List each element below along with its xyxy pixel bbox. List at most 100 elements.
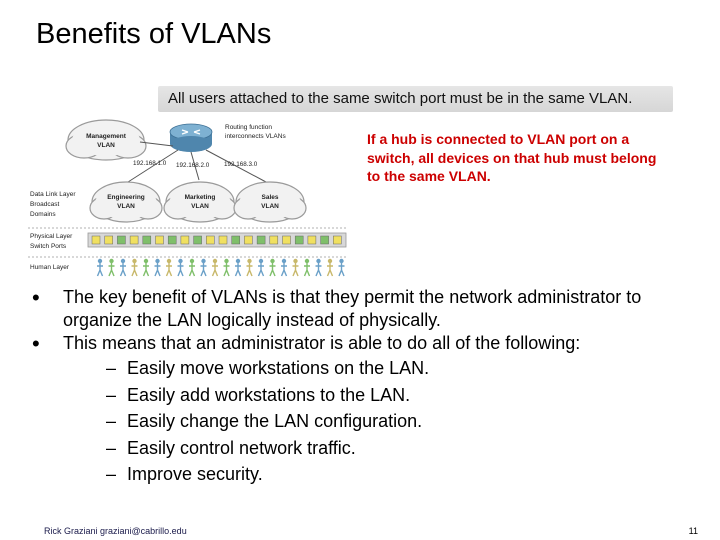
router-links — [127, 141, 267, 183]
user-figure-icon — [142, 258, 150, 277]
marketing-vlan-cloud: Marketing VLAN — [163, 181, 237, 223]
user-figure-icon — [108, 258, 115, 277]
sub-item: –Easily change the LAN configuration. — [106, 408, 700, 435]
user-figure-icon — [246, 258, 253, 277]
user-figure-icon — [315, 258, 322, 277]
switch-ports — [87, 232, 347, 248]
subnet-3: 192.168.3.0 — [224, 161, 258, 168]
user-figure-icon — [131, 258, 138, 277]
label-domains: Domains — [30, 211, 56, 218]
vlan-eng-name: Engineering — [107, 194, 145, 201]
switch-port — [333, 235, 342, 245]
bullet-item: • This means that an administrator is ab… — [32, 332, 700, 488]
bullet-text: The key benefit of VLANs is that they pe… — [63, 287, 642, 330]
page-number: 11 — [688, 526, 698, 536]
sub-item: –Easily add workstations to the LAN. — [106, 382, 700, 409]
switch-port — [104, 235, 113, 245]
switch-port — [91, 235, 101, 245]
user-figure-icon — [303, 258, 311, 277]
switch-port — [129, 235, 139, 245]
switch-port — [206, 235, 215, 245]
user-figure-icon — [338, 258, 345, 277]
engineering-vlan-cloud: Engineering VLAN — [89, 181, 163, 223]
sub-text: Easily move workstations on the LAN. — [127, 358, 430, 378]
user-figure-icon — [326, 258, 334, 277]
vlan-mkt-sub: VLAN — [191, 203, 209, 210]
banner-text: All users attached to the same switch po… — [168, 90, 633, 107]
switch-port — [167, 235, 177, 245]
sub-text: Improve security. — [127, 464, 263, 484]
label-broadcast: Broadcast — [30, 201, 59, 208]
user-figure-icon — [211, 258, 219, 277]
switch-port — [294, 235, 304, 245]
dash-glyph: – — [106, 411, 117, 431]
management-vlan-cloud: Management VLAN — [65, 119, 147, 161]
bullet-glyph: • — [32, 331, 40, 356]
banner-caption: All users attached to the same switch po… — [158, 86, 673, 112]
user-figure-icon — [200, 258, 207, 277]
sub-text: Easily add workstations to the LAN. — [127, 384, 411, 405]
user-figure-icon — [154, 258, 161, 277]
dash-glyph: – — [106, 464, 117, 484]
sub-list: –Easily move workstations on the LAN. –E… — [63, 355, 700, 488]
mgmt-label-2: VLAN — [97, 142, 115, 149]
switch-port — [231, 235, 240, 245]
sub-text: Easily control network traffic. — [127, 437, 356, 458]
switch-port — [193, 235, 202, 245]
bullet-list: • The key benefit of VLANs is that they … — [32, 286, 700, 488]
user-figure-icon — [223, 258, 230, 277]
sub-item: –Easily control network traffic. — [106, 435, 700, 462]
user-figure-icon — [177, 258, 184, 277]
label-data-link-layer: Data Link Layer — [30, 191, 76, 198]
sub-item: –Improve security. — [106, 461, 700, 488]
switch-port — [155, 235, 164, 245]
switch-port — [320, 235, 329, 245]
user-figure-icon — [269, 258, 276, 277]
switch-port — [244, 235, 253, 245]
bullet-item: • The key benefit of VLANs is that they … — [32, 286, 700, 332]
user-figure-icon — [280, 258, 288, 277]
user-figure-icon — [257, 258, 265, 277]
switch-port — [256, 235, 266, 245]
user-figure-icon — [96, 258, 104, 277]
switch-port — [307, 235, 317, 245]
vlan-diagram: Management VLAN Routing function interco… — [28, 119, 348, 277]
mgmt-label-1: Management — [86, 133, 127, 140]
dash-glyph: – — [106, 437, 117, 458]
switch-port — [282, 235, 291, 245]
router-note-1: Routing function — [225, 124, 272, 131]
vlan-sales-sub: VLAN — [261, 203, 279, 210]
switch-body — [87, 232, 347, 248]
sub-text: Easily change the LAN configuration. — [127, 411, 423, 431]
slide-title: Benefits of VLANs — [36, 18, 272, 50]
label-physical-layer: Physical Layer — [30, 233, 73, 240]
user-figure-icon — [119, 258, 127, 277]
router-icon — [169, 123, 213, 152]
user-figure-icon — [234, 258, 242, 277]
switch-port — [269, 235, 279, 245]
dash-glyph: – — [106, 358, 117, 378]
subnet-2: 192.168.2.0 — [176, 162, 210, 169]
switch-port — [117, 235, 126, 245]
footer-author: Rick Graziani graziani@cabrillo.edu — [44, 526, 187, 536]
vlan-sales-name: Sales — [262, 194, 279, 201]
bullet-glyph: • — [32, 285, 40, 310]
user-figure-icon — [188, 258, 196, 277]
user-figure-icon — [165, 258, 173, 277]
vlan-eng-sub: VLAN — [117, 203, 135, 210]
subnet-1: 192.168.1.0 — [133, 160, 167, 167]
bullet-text: This means that an administrator is able… — [63, 333, 581, 353]
label-human-layer: Human Layer — [30, 264, 70, 271]
dash-glyph: – — [106, 384, 117, 405]
user-figure-icon — [292, 258, 299, 277]
router-note-2: interconnects VLANs — [225, 133, 286, 140]
switch-port — [218, 235, 228, 245]
vlan-mkt-name: Marketing — [185, 194, 216, 201]
switch-port — [180, 235, 190, 245]
hub-callout: If a hub is connected to VLAN port on a … — [367, 131, 657, 184]
label-switch-ports: Switch Ports — [30, 243, 67, 250]
sub-item: –Easily move workstations on the LAN. — [106, 355, 700, 382]
sales-vlan-cloud: Sales VLAN — [233, 181, 307, 223]
switch-port — [142, 235, 152, 245]
